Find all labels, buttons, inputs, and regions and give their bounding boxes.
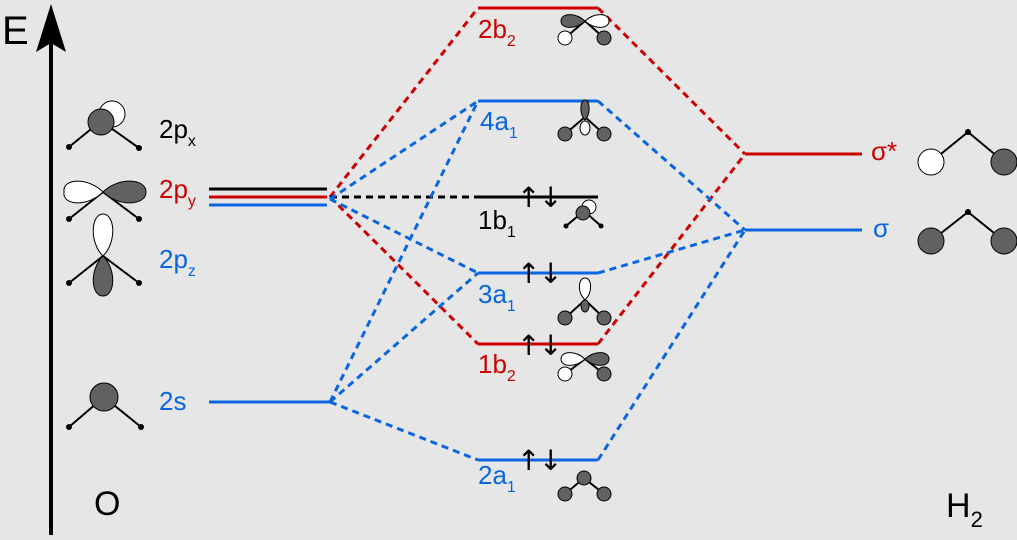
electron-up-3a1: ↑: [517, 257, 540, 290]
hydrogen-column: σ* σ H2: [745, 136, 983, 532]
mo-3a1-label: 3a1: [478, 279, 516, 315]
mo-1b2-orbital-picture: [557, 352, 612, 382]
electron-down-1b1: ↓: [539, 181, 562, 214]
h2-sigma-star-label: σ*: [871, 136, 897, 166]
electron-up-1b2: ↑: [517, 329, 540, 362]
oxygen-2pz-orbital-picture: [66, 213, 142, 297]
oxygen-2pz-label: 2pz: [159, 244, 196, 280]
correlation-lines: [328, 6, 747, 462]
h2-sigma-label: σ: [873, 213, 889, 243]
axis-arrowhead: [36, 4, 66, 52]
oxygen-column: 2px 2py 2pz 2s O: [94, 114, 196, 523]
oxygen-2px-orbital-picture: [66, 100, 142, 151]
electron-up-1b1: ↑: [517, 181, 540, 214]
mo-1b2-label: 1b2: [478, 349, 516, 385]
oxygen-2py-orbital-picture: [63, 180, 147, 222]
mo-labels: 2b2 4a1 1b1 3a1 1b2 2a1: [478, 14, 518, 496]
oxygen-2s-label: 2s: [159, 386, 186, 416]
mo-2a1-orbital-picture: [557, 470, 612, 502]
mo-4a1-orbital-picture: [557, 99, 612, 142]
mo-3a1-orbital-picture: [557, 277, 612, 326]
h2-sigma-star-orbital-picture: [917, 129, 1017, 176]
electron-pairs: ↑ ↓ ↑ ↓ ↑ ↓ ↑ ↓: [517, 181, 562, 477]
electron-down-2a1: ↓: [539, 444, 562, 477]
electron-up-2a1: ↑: [517, 444, 540, 477]
electron-down-1b2: ↓: [539, 329, 562, 362]
mo-2a1-label: 2a1: [478, 460, 516, 496]
mo-4a1-label: 4a1: [480, 106, 518, 142]
h2-sigma-orbital-picture: [917, 209, 1017, 255]
mo-1b1-label: 1b1: [478, 205, 516, 241]
energy-axis-label: E: [2, 9, 29, 53]
mo-2b2-orbital-picture: [557, 14, 612, 46]
h2-title: H2: [946, 487, 983, 532]
mo-2b2-label: 2b2: [478, 14, 516, 50]
oxygen-title: O: [94, 485, 120, 523]
oxygen-2px-label: 2px: [159, 114, 196, 150]
oxygen-2py-label: 2py: [159, 174, 196, 210]
oxygen-levels: [209, 187, 330, 404]
electron-down-3a1: ↓: [539, 257, 562, 290]
oxygen-2s-orbital-picture: [66, 382, 144, 430]
mo-1b1-orbital-picture: [563, 199, 604, 229]
mo-levels: [478, 6, 598, 462]
energy-axis: E: [2, 4, 66, 535]
